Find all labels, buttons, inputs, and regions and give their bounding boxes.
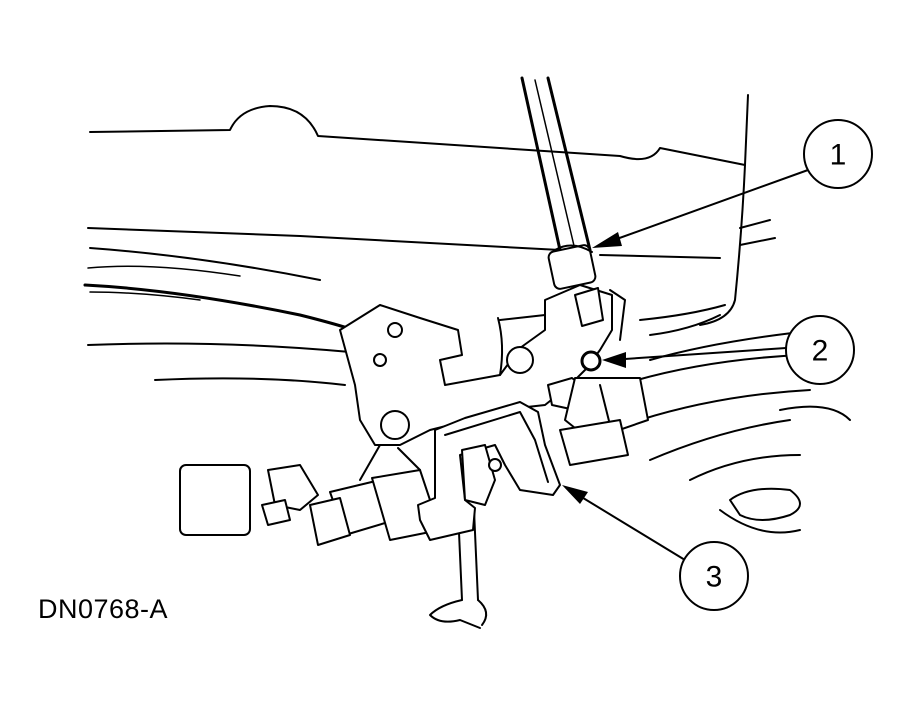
arrow-head-1: [592, 232, 622, 248]
leader-lines: [562, 169, 809, 561]
callout-2-label: 2: [812, 335, 829, 368]
clip: [417, 401, 561, 541]
arrow-head-3: [562, 485, 588, 504]
callout-3-label: 3: [706, 561, 723, 594]
cable: [520, 76, 597, 290]
arrow-head-2: [602, 352, 626, 368]
figure-id: DN0768-A: [38, 594, 169, 624]
latch-assembly: [339, 284, 721, 466]
fastener: [580, 350, 602, 372]
callout-3: 3: [679, 541, 749, 611]
mounting-pad: [179, 464, 251, 536]
callout-1-label: 1: [830, 139, 847, 172]
callout-1: 1: [803, 119, 873, 189]
callout-2: 2: [785, 315, 855, 385]
